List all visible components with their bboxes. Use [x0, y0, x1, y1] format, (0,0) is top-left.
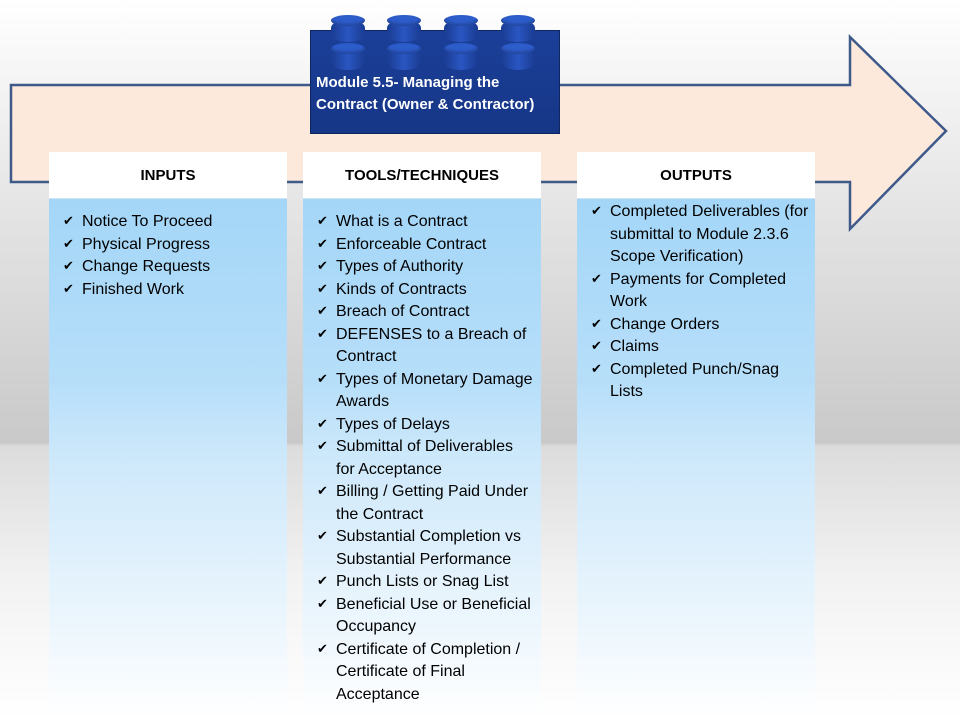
list-item: What is a Contract [317, 211, 535, 234]
inputs-column: INPUTS Notice To Proceed Physical Progre… [49, 152, 287, 720]
brick-stud-icon [444, 15, 478, 42]
list-item: Billing / Getting Paid Under the Contrac… [317, 481, 535, 526]
list-item: Types of Authority [317, 256, 535, 279]
outputs-column: OUTPUTS Completed Deliverables (for subm… [577, 152, 815, 720]
list-item: Finished Work [63, 279, 281, 302]
outputs-heading: OUTPUTS [577, 152, 815, 199]
list-item: Notice To Proceed [63, 211, 281, 234]
list-item: Physical Progress [63, 234, 281, 257]
brick-stud-icon [331, 43, 365, 70]
inputs-list: Notice To Proceed Physical Progress Chan… [49, 199, 287, 311]
list-item: Certificate of Completion / Certificate … [317, 639, 535, 707]
module-title: Module 5.5- Managing the Contract (Owner… [316, 72, 560, 116]
list-item: Completed Deliverables (for submittal to… [591, 201, 809, 269]
list-item: Claims [591, 336, 809, 359]
module-title-line2: Contract (Owner & Contractor) [316, 96, 535, 113]
brick-stud-icon [501, 15, 535, 42]
inputs-heading: INPUTS [49, 152, 287, 199]
outputs-list: Completed Deliverables (for submittal to… [577, 199, 815, 414]
brick-stud-icon [331, 15, 365, 42]
brick-stud-icon [387, 43, 421, 70]
list-item: Change Orders [591, 314, 809, 337]
list-item: Substantial Completion vs Substantial Pe… [317, 526, 535, 571]
brick-stud-icon [387, 15, 421, 42]
module-brick: Module 5.5- Managing the Contract (Owner… [310, 14, 560, 134]
list-item: Change Requests [63, 256, 281, 279]
brick-stud-icon [501, 43, 535, 70]
list-item: DEFENSES to a Breach of Contract [317, 324, 535, 369]
list-item: Kinds of Contracts [317, 279, 535, 302]
tools-heading: TOOLS/TECHNIQUES [303, 152, 541, 199]
list-item: Payments for Completed Work [591, 269, 809, 314]
list-item: Submittal of Deliverables for Acceptance [317, 436, 535, 481]
list-item: Enforceable Contract [317, 234, 535, 257]
tools-list: What is a Contract Enforceable Contract … [303, 199, 541, 716]
tools-column: TOOLS/TECHNIQUES What is a Contract Enfo… [303, 152, 541, 720]
list-item: Types of Delays [317, 414, 535, 437]
list-item: Types of Monetary Damage Awards [317, 369, 535, 414]
list-item: Punch Lists or Snag List [317, 571, 535, 594]
list-item: Breach of Contract [317, 301, 535, 324]
list-item: Beneficial Use or Beneficial Occupancy [317, 594, 535, 639]
module-title-line1: Module 5.5- Managing the [316, 74, 500, 91]
brick-stud-icon [444, 43, 478, 70]
list-item: Completed Punch/Snag Lists [591, 359, 809, 404]
